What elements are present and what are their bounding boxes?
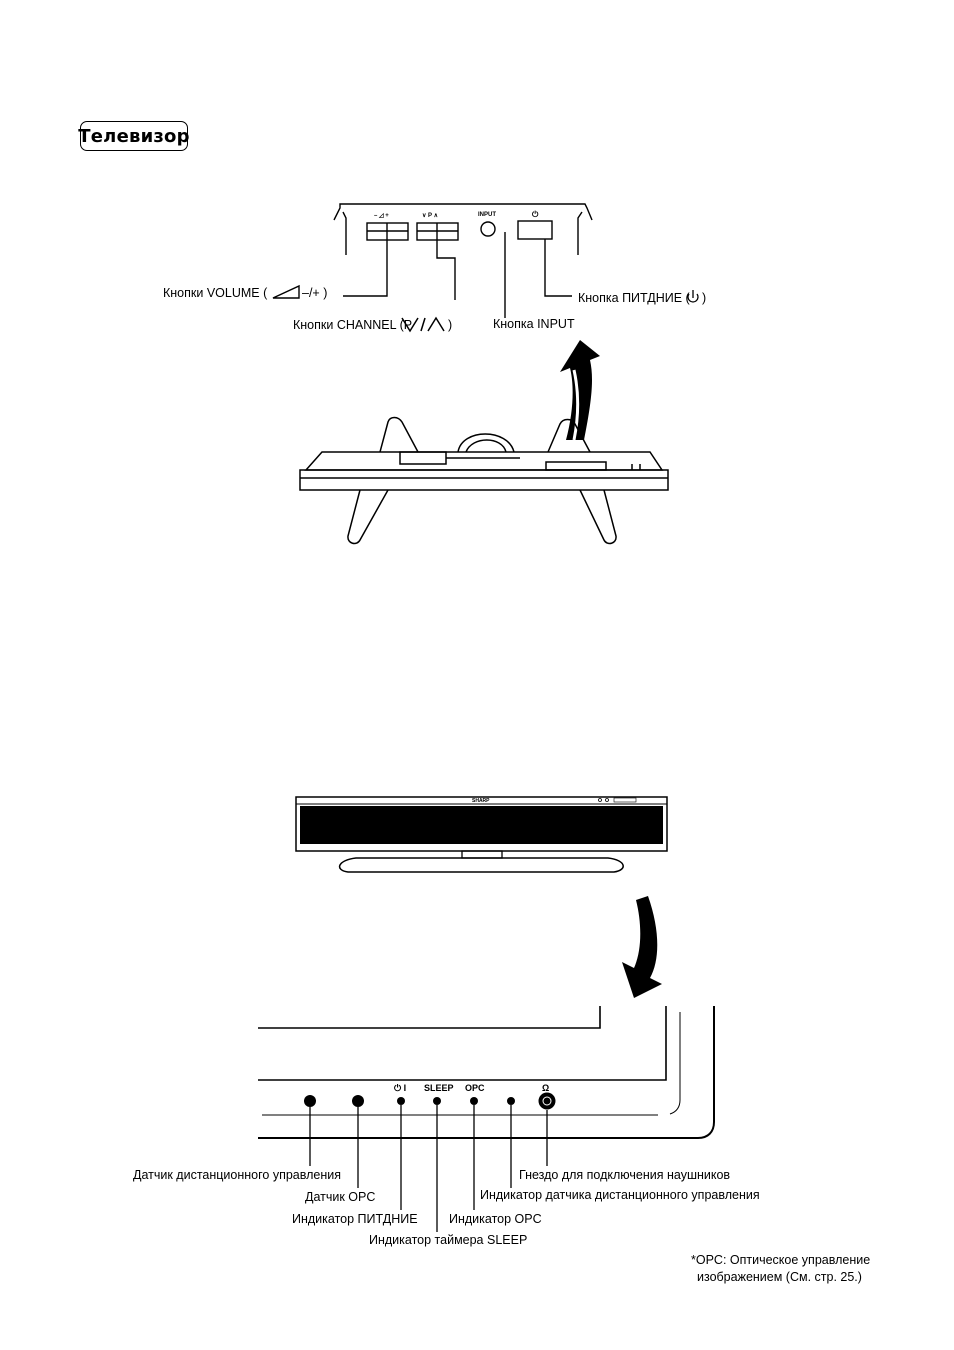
curved-arrow-up-icon: [560, 340, 600, 441]
front-panel-elements: [304, 1092, 556, 1110]
label-opc-indicator: Индикатор OPC: [449, 1212, 542, 1226]
label-power-button: Кнопка ПИТДНИЕ (: [578, 291, 691, 305]
power-mark: ⏻: [532, 210, 539, 219]
label-power-indicator: Индикатор ПИТДНИЕ: [292, 1212, 418, 1226]
sleep-indicator: [433, 1097, 441, 1105]
label-channel-suffix: ): [448, 318, 452, 332]
channel-arrows-icon: [401, 316, 445, 333]
section-title: Телевизор: [78, 121, 190, 151]
label-power-suffix: ): [702, 291, 706, 305]
curved-arrow-down-icon: [622, 896, 662, 998]
label-remote-indicator: Индикатор датчика дистанционного управле…: [480, 1188, 760, 1202]
input-button[interactable]: [480, 221, 496, 237]
volume-triangle-icon: [272, 284, 300, 299]
top-leader-lines: [343, 232, 572, 318]
label-channel-buttons: Кнопки CHANNEL (P: [293, 318, 412, 332]
opc-sensor: [352, 1095, 364, 1107]
label-volume-suffix: –/+ ): [302, 286, 327, 300]
channel-marks: ∨ P ∧: [422, 213, 438, 219]
headphone-jack[interactable]: [538, 1092, 556, 1110]
label-opc-sensor: Датчик OPC: [305, 1190, 375, 1204]
label-remote-sensor: Датчик дистанционного управления: [133, 1168, 341, 1182]
remote-sensor: [304, 1095, 316, 1107]
label-input-button: Кнопка INPUT: [493, 317, 575, 331]
power-icon: [687, 290, 699, 303]
label-volume-buttons: Кнопки VOLUME (: [163, 286, 268, 300]
front-opc-mark: OPC: [465, 1083, 485, 1093]
brand-logo: SHARP: [472, 798, 490, 804]
remote-indicator: [507, 1097, 515, 1105]
footnote-line2: изображением (См. стр. 25.): [697, 1270, 862, 1284]
input-mark: INPUT: [478, 212, 496, 218]
front-headphone-mark: Ω: [542, 1083, 549, 1093]
tv-front-view: SHARP: [295, 796, 668, 873]
front-panel-closeup: [258, 1006, 715, 1139]
label-sleep-indicator: Индикатор таймера SLEEP: [369, 1233, 527, 1247]
tv-top-view: [299, 416, 669, 545]
front-power-mark: ⏻ I: [394, 1083, 406, 1093]
front-sleep-mark: SLEEP: [424, 1083, 454, 1093]
footnote-line1: *OPC: Оптическое управление: [691, 1253, 870, 1267]
power-button[interactable]: [517, 220, 553, 240]
power-indicator: [397, 1097, 405, 1105]
label-headphone-jack: Гнездо для подключения наушников: [519, 1168, 730, 1182]
top-panel-closeup: [333, 203, 593, 255]
volume-marks: – ◿ +: [374, 212, 389, 219]
opc-indicator: [470, 1097, 478, 1105]
bottom-leader-lines: [309, 1105, 548, 1232]
